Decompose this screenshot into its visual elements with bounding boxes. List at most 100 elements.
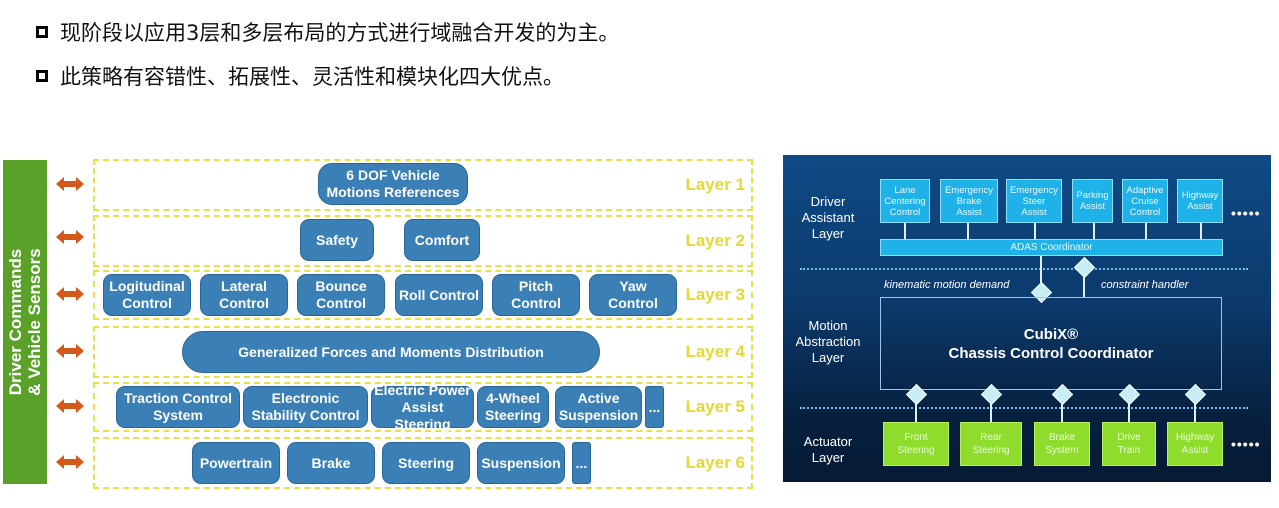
box-line: Parking bbox=[1076, 190, 1109, 201]
connector-line bbox=[1083, 262, 1085, 298]
box-line: Steering bbox=[972, 445, 1010, 456]
box-line: Control bbox=[889, 206, 921, 218]
box-line: Assist bbox=[1187, 201, 1213, 212]
connector-line bbox=[990, 392, 992, 422]
block-steering: Steering bbox=[382, 442, 470, 484]
coordinator-subtitle: Chassis Control Coordinator bbox=[948, 344, 1154, 362]
block-line: Generalized Forces and Moments Distribut… bbox=[238, 343, 544, 360]
bullet-text: 现阶段以应用3层和多层布局的方式进行域融合开发的为主。 bbox=[60, 21, 620, 45]
block-line: Comfort bbox=[414, 231, 470, 248]
block-generalized-forces-distribution: Generalized Forces and Moments Distribut… bbox=[182, 331, 600, 373]
bullet-1: 现阶段以应用3层和多层布局的方式进行域融合开发的为主。 bbox=[36, 17, 619, 47]
block-line: Control bbox=[511, 295, 561, 311]
block-line: Control bbox=[316, 295, 366, 311]
block-line: Bounce bbox=[315, 278, 367, 294]
connector-line bbox=[915, 392, 917, 422]
block-line: Steering bbox=[397, 454, 454, 471]
block-line: Logitudinal bbox=[109, 278, 185, 294]
block-comfort: Comfort bbox=[404, 219, 480, 261]
double-arrow-icon bbox=[56, 344, 84, 358]
block-line: Control bbox=[122, 295, 172, 311]
label-line: Layer bbox=[811, 226, 845, 241]
block-line: Assist Steering bbox=[394, 398, 451, 432]
double-arrow-icon bbox=[56, 177, 84, 191]
box-line: Front bbox=[904, 432, 928, 443]
block-suspension: Suspension bbox=[477, 442, 565, 484]
box-line: Control bbox=[1129, 206, 1161, 218]
layer-1: Layer 1 bbox=[93, 159, 753, 211]
side-label-line1: Driver Commands bbox=[6, 248, 25, 396]
connector-line bbox=[1200, 222, 1202, 239]
box-line: Assist bbox=[1181, 445, 1209, 456]
layer-6: Layer 6 bbox=[93, 437, 753, 489]
block-line: 4-Wheel bbox=[486, 390, 540, 406]
label-line: Motion bbox=[808, 318, 848, 333]
driver-assistant-layer-label: Driver Assistant Layer bbox=[793, 194, 863, 242]
block-line: Electric Power bbox=[374, 381, 471, 398]
connector-line bbox=[1145, 222, 1147, 239]
box-line: Assist bbox=[1079, 201, 1106, 212]
block-brake: Brake bbox=[287, 442, 375, 484]
constraint-handler-label: constraint handler bbox=[1101, 279, 1189, 291]
more-actuators-ellipsis: ••••• bbox=[1231, 436, 1261, 452]
layer-label: Layer 3 bbox=[685, 285, 745, 304]
box-line: Assist bbox=[956, 206, 982, 218]
double-arrow-icon bbox=[56, 287, 84, 301]
layer-5: Layer 5 bbox=[93, 382, 753, 432]
block-line: Control bbox=[219, 295, 269, 311]
block-line: Lateral bbox=[221, 278, 267, 294]
label-line: Layer bbox=[811, 350, 845, 365]
block-line: Electronic bbox=[271, 390, 340, 406]
block-line: ... bbox=[648, 398, 661, 415]
box-line: System bbox=[1045, 445, 1079, 456]
box-line: Highway bbox=[1175, 432, 1215, 443]
connector-line bbox=[1093, 222, 1095, 239]
block-powertrain: Powertrain bbox=[192, 442, 280, 484]
double-arrow-icon bbox=[56, 399, 84, 413]
box-line: Assist bbox=[1021, 206, 1047, 218]
connector-line bbox=[904, 222, 906, 239]
box-line: Centering bbox=[884, 195, 926, 207]
connector-line bbox=[967, 222, 969, 239]
double-arrow-icon bbox=[56, 455, 84, 469]
block-line: Roll Control bbox=[398, 286, 480, 303]
more-functions-ellipsis: ••••• bbox=[1231, 205, 1261, 221]
block-line: Motions References bbox=[326, 184, 460, 200]
box-line: Train bbox=[1117, 445, 1141, 456]
block-line: Suspension bbox=[558, 407, 639, 423]
motion-abstraction-layer-label: Motion Abstraction Layer bbox=[793, 318, 863, 366]
block-line: Control bbox=[608, 295, 658, 311]
block-line: ... bbox=[575, 454, 588, 471]
layer-4: Layer 4 bbox=[93, 326, 753, 378]
actuator-layer-label: Actuator Layer bbox=[793, 434, 863, 466]
connector-line bbox=[1040, 256, 1042, 292]
box-line: Rear bbox=[980, 432, 1002, 443]
driver-commands-sensors-bar: Driver Commands & Vehicle Sensors bbox=[3, 160, 47, 484]
layer-label: Layer 1 bbox=[685, 175, 745, 194]
layer-label: Layer 5 bbox=[685, 397, 745, 416]
label-line: Assistant bbox=[801, 210, 855, 225]
double-arrow-icon bbox=[56, 230, 84, 244]
layer-label: Layer 2 bbox=[685, 231, 745, 250]
bullet-text: 此策略有容错性、拓展性、灵活性和模块化四大优点。 bbox=[60, 65, 564, 89]
connector-line bbox=[1034, 222, 1036, 239]
kinematic-motion-demand-label: kinematic motion demand bbox=[884, 279, 1010, 291]
checkbox-square-icon bbox=[36, 26, 48, 38]
block-line: 6 DOF Vehicle bbox=[346, 167, 440, 183]
box-line: Adaptive bbox=[1126, 184, 1164, 196]
